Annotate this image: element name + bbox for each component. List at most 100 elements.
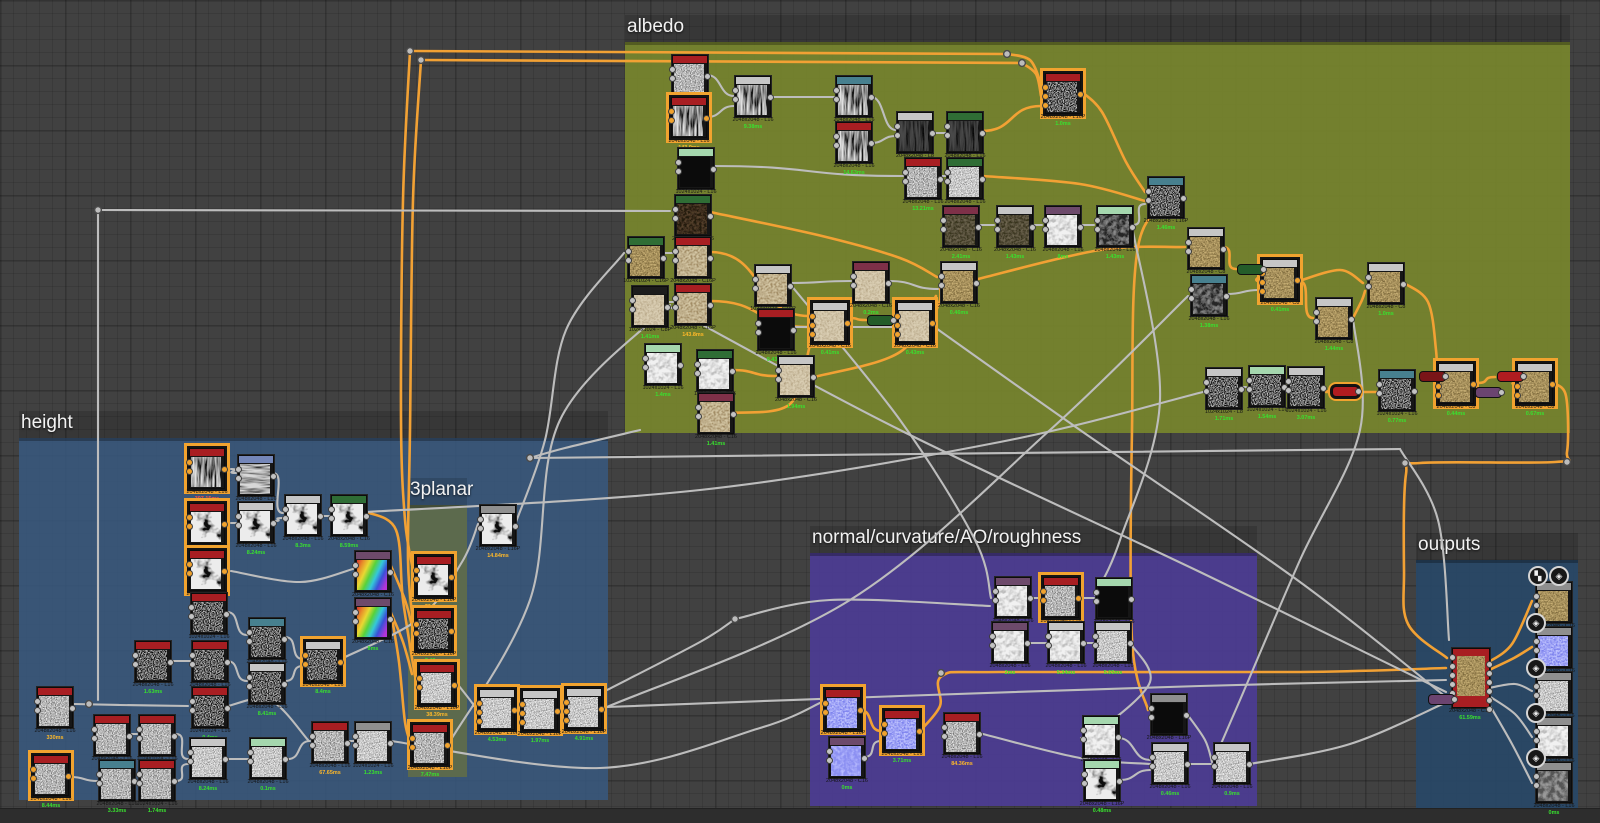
input-port[interactable]: [34, 707, 41, 714]
output-port[interactable]: [270, 473, 277, 480]
input-port[interactable]: [416, 684, 423, 691]
output-port[interactable]: [281, 681, 288, 688]
input-port[interactable]: [235, 466, 242, 473]
input-port[interactable]: [1313, 309, 1320, 316]
input-port[interactable]: [695, 404, 702, 411]
wire-gray[interactable]: [1225, 288, 1261, 296]
input-port[interactable]: [1042, 217, 1049, 224]
input-port[interactable]: [186, 468, 193, 475]
input-port[interactable]: [850, 273, 857, 280]
value-pill-node[interactable]: [1237, 264, 1267, 275]
input-port[interactable]: [944, 123, 951, 130]
input-port[interactable]: [1080, 736, 1087, 743]
input-port[interactable]: [752, 276, 759, 283]
input-port[interactable]: [1092, 633, 1099, 640]
wire-orange[interactable]: [730, 368, 778, 378]
output-port[interactable]: [707, 255, 714, 262]
output-port[interactable]: [729, 368, 736, 375]
input-port[interactable]: [302, 661, 309, 668]
input-port[interactable]: [1533, 647, 1540, 654]
input-port[interactable]: [96, 780, 103, 787]
output-port[interactable]: [703, 115, 710, 122]
output-port[interactable]: [916, 728, 923, 735]
input-port[interactable]: [246, 683, 253, 690]
input-port[interactable]: [902, 178, 909, 185]
input-port[interactable]: [186, 570, 193, 577]
wire-orange[interactable]: [406, 58, 423, 624]
output-port[interactable]: [387, 740, 394, 747]
input-port[interactable]: [563, 699, 570, 706]
input-port[interactable]: [1045, 642, 1052, 649]
wire-orange[interactable]: [1402, 381, 1571, 660]
wire-gray[interactable]: [69, 775, 99, 783]
input-port[interactable]: [1093, 598, 1100, 605]
input-port[interactable]: [519, 719, 526, 726]
input-port[interactable]: [477, 525, 484, 532]
input-port[interactable]: [189, 652, 196, 659]
output-port[interactable]: [1486, 661, 1493, 668]
wire-gray[interactable]: [389, 700, 824, 770]
input-port[interactable]: [894, 331, 901, 338]
input-port[interactable]: [669, 66, 676, 73]
input-port[interactable]: [894, 123, 901, 130]
input-port[interactable]: [669, 75, 676, 82]
wire-gray[interactable]: [286, 739, 312, 761]
input-port[interactable]: [642, 355, 649, 362]
input-port[interactable]: [1449, 654, 1456, 661]
input-port[interactable]: [1533, 602, 1540, 609]
output-port[interactable]: [890, 317, 897, 324]
input-port[interactable]: [732, 96, 739, 103]
output-port[interactable]: [730, 411, 737, 418]
input-port[interactable]: [189, 698, 196, 705]
output-port[interactable]: [387, 569, 394, 576]
input-port[interactable]: [642, 364, 649, 371]
output-port[interactable]: [317, 513, 324, 520]
wire-orange[interactable]: [408, 49, 1009, 56]
input-port[interactable]: [282, 506, 289, 513]
output-port[interactable]: [1077, 91, 1084, 98]
wire-gray[interactable]: [453, 679, 479, 712]
cube-output-badge-icon[interactable]: ◈: [1526, 658, 1546, 678]
output-port[interactable]: [1294, 277, 1301, 284]
output-port[interactable]: [1027, 595, 1034, 602]
wire-gray[interactable]: [1185, 712, 1214, 764]
wire-reroute-dot[interactable]: [1017, 58, 1027, 68]
input-port[interactable]: [1376, 381, 1383, 388]
wire-gray[interactable]: [605, 617, 737, 692]
wire-gray[interactable]: [1398, 447, 1451, 642]
input-port[interactable]: [328, 506, 335, 513]
output-port[interactable]: [704, 73, 711, 80]
value-pill-node[interactable]: [1419, 371, 1449, 382]
input-port[interactable]: [833, 96, 840, 103]
input-port[interactable]: [941, 724, 948, 731]
cube-output-badge-icon[interactable]: ◈: [1526, 748, 1546, 768]
input-port[interactable]: [822, 700, 829, 707]
input-port[interactable]: [938, 273, 945, 280]
wire-gray[interactable]: [72, 702, 190, 708]
wire-gray[interactable]: [887, 279, 940, 291]
output-port[interactable]: [221, 521, 228, 528]
input-port[interactable]: [96, 771, 103, 778]
input-port[interactable]: [188, 613, 195, 620]
output-port[interactable]: [677, 362, 684, 369]
wire-gray[interactable]: [528, 447, 1402, 460]
input-port[interactable]: [894, 322, 901, 329]
input-port[interactable]: [833, 133, 840, 140]
